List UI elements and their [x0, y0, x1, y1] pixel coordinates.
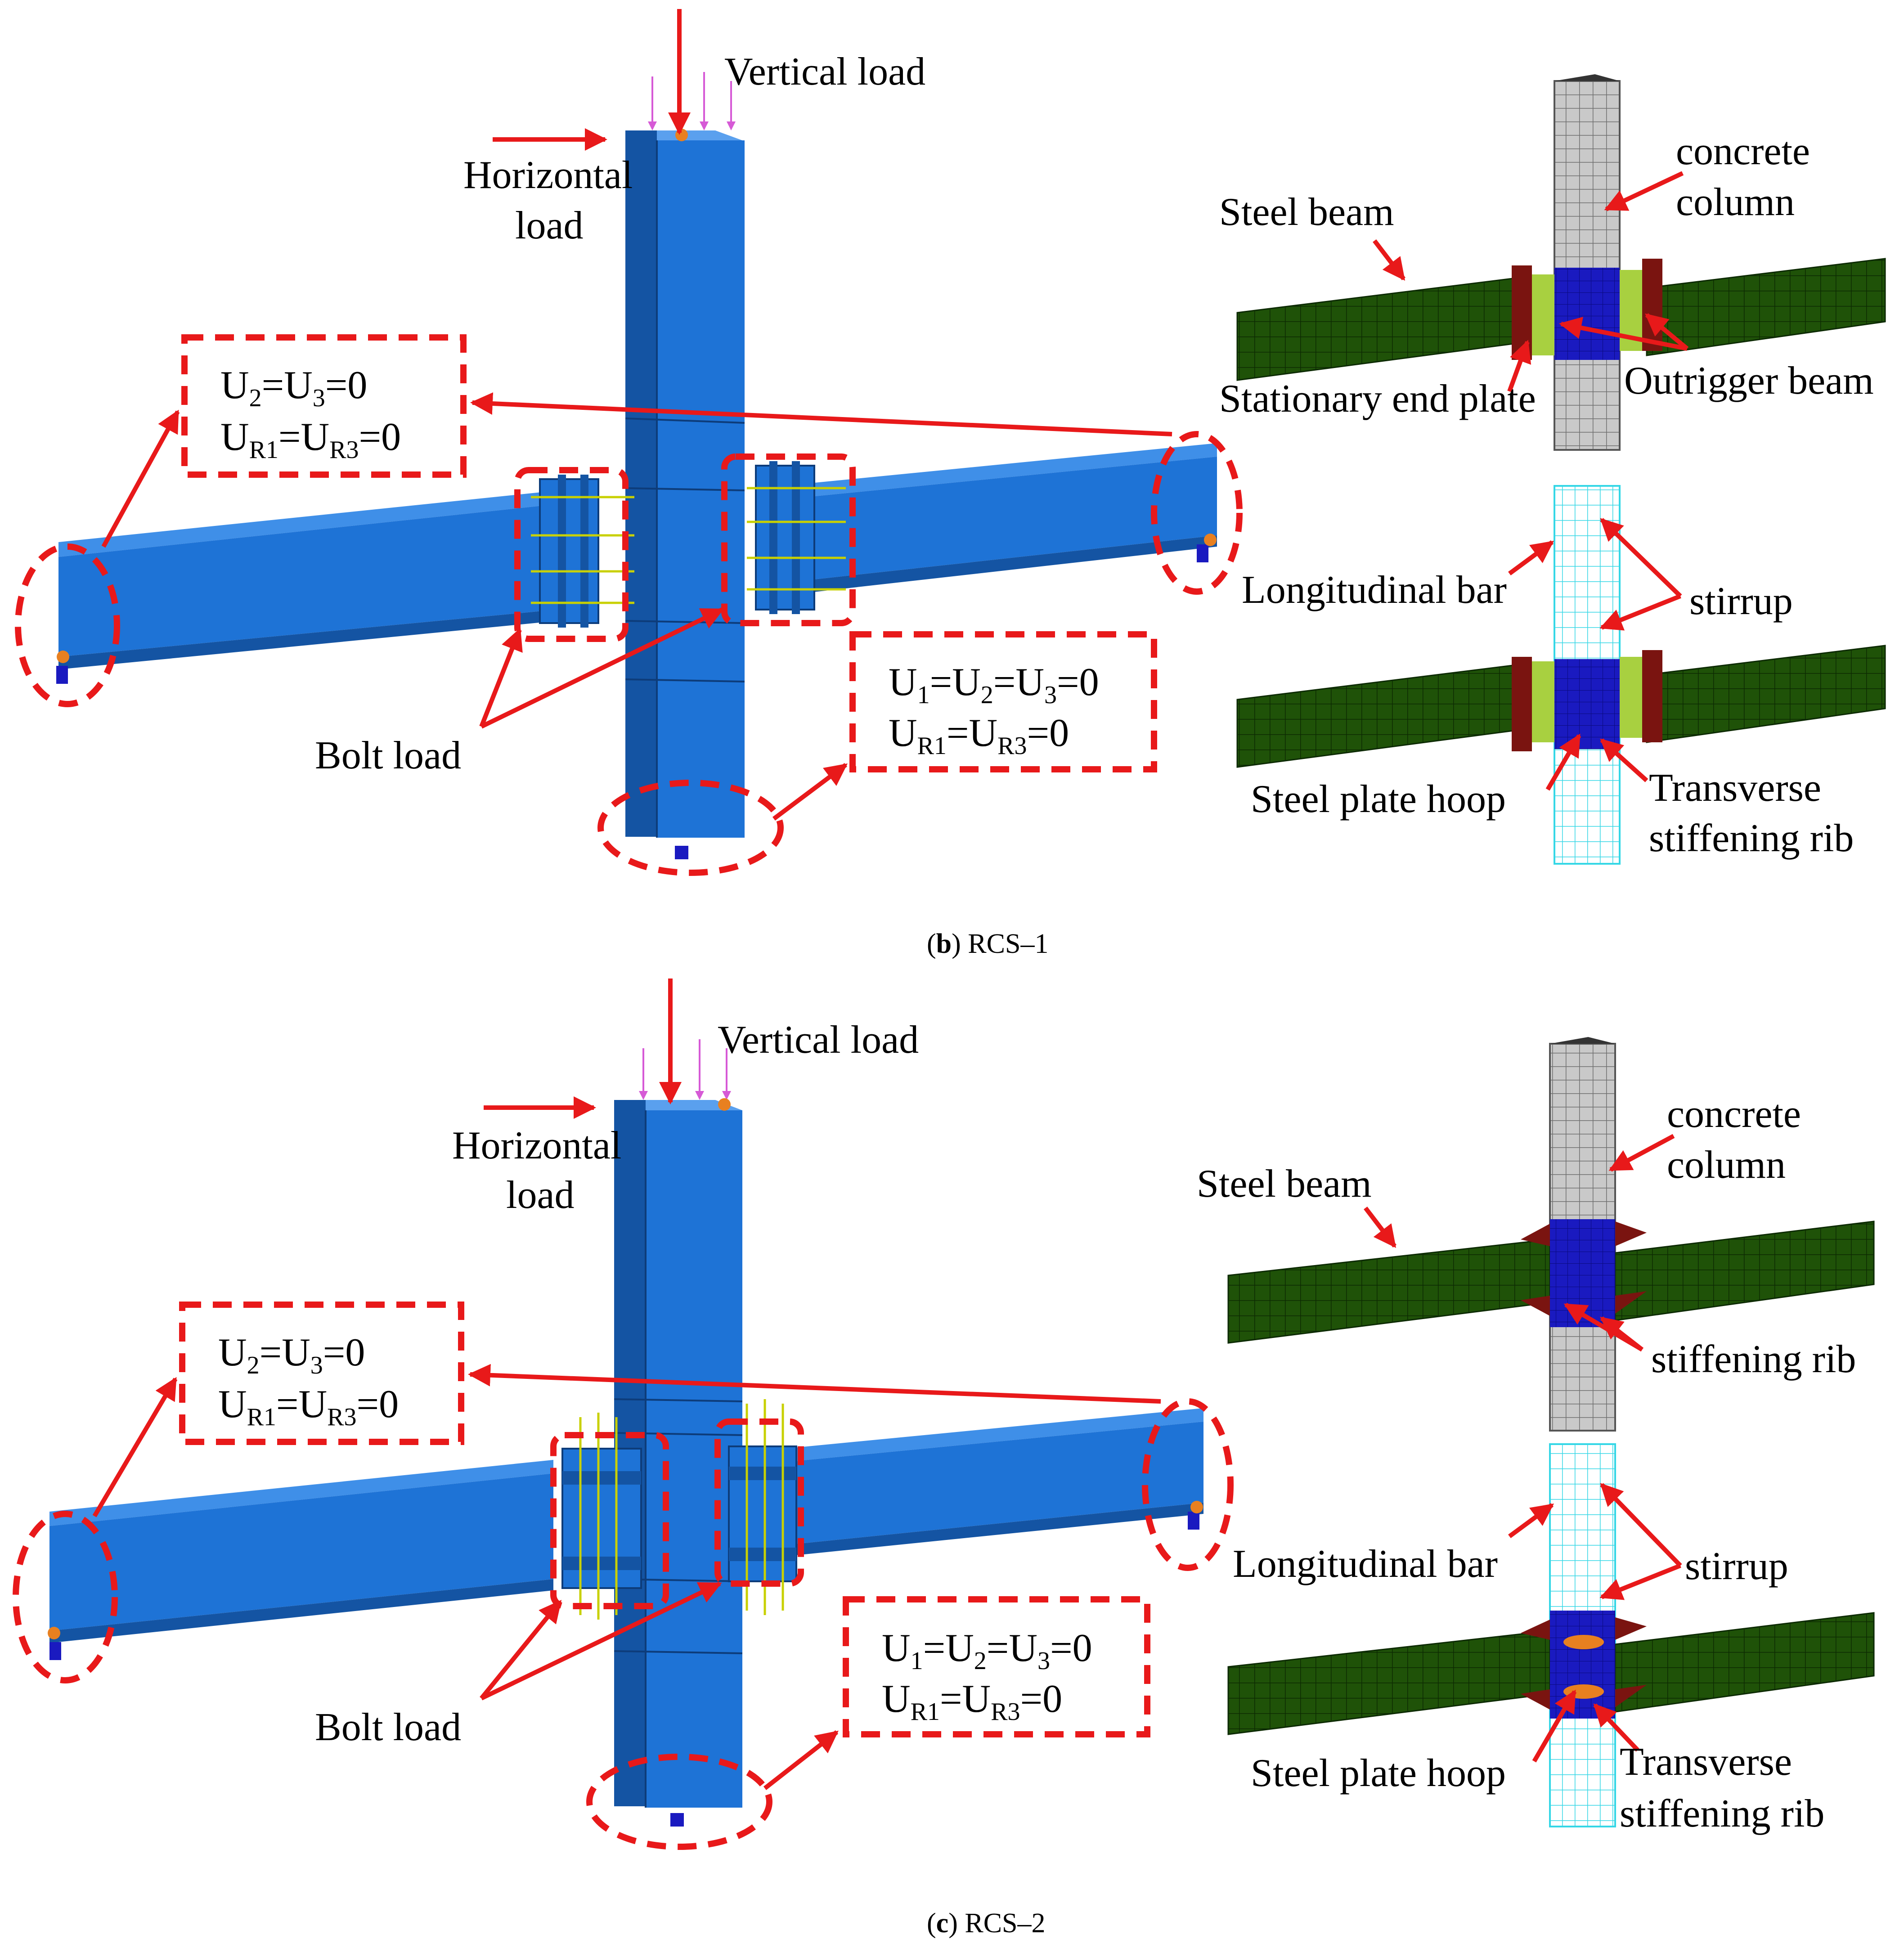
label-horizontal-load-2: load: [515, 204, 584, 247]
mesh-model-c-top: [1227, 1037, 1875, 1432]
label-column: column: [1676, 180, 1795, 224]
label-transverse: Transverse: [1620, 1740, 1792, 1784]
label-horizontal-load-1: Horizontal: [452, 1124, 621, 1167]
label-stationary-end-plate: Stationary end plate: [1219, 377, 1536, 421]
label-longitudinal-bar: Longitudinal bar: [1242, 568, 1507, 612]
bc-beam-line2: UR1=UR3=0: [218, 1382, 399, 1431]
label-longitudinal-bar: Longitudinal bar: [1233, 1542, 1498, 1586]
column-base-ellipse: [597, 780, 784, 876]
bc-beam-line1: U2=U3=0: [220, 364, 367, 412]
mesh-model-b-top: [1236, 74, 1886, 451]
label-outrigger-beam: Outrigger beam: [1624, 359, 1874, 403]
bc-box-column: [843, 1596, 1150, 1737]
bolt-box-right: [714, 1418, 804, 1587]
bc-box-column: [849, 631, 1157, 772]
label-concrete: concrete: [1667, 1092, 1801, 1136]
label-stiffening-rib: stiffening rib: [1649, 817, 1854, 860]
panel-c: Vertical load Horizontal load Bolt load …: [13, 978, 1875, 1939]
label-steel-plate-hoop: Steel plate hoop: [1251, 777, 1506, 821]
bc-box-beam: [181, 334, 467, 478]
label-concrete: concrete: [1676, 130, 1810, 173]
label-stirrup: stirrup: [1689, 579, 1793, 623]
mesh-model-b-bottom: [1236, 485, 1886, 865]
label-horizontal-load-2: load: [506, 1173, 575, 1217]
caption-b: (b) RCS–1: [927, 929, 1048, 959]
bc-beam-line1: U2=U3=0: [218, 1331, 365, 1379]
label-horizontal-load-1: Horizontal: [463, 153, 633, 197]
panel-b: Vertical load Horizontal load Bolt load …: [15, 9, 1886, 959]
bolt-box-right: [721, 453, 856, 626]
label-stirrup: stirrup: [1685, 1544, 1788, 1588]
beam-end-right-ellipse: [1142, 1398, 1234, 1571]
label-bolt-load: Bolt load: [315, 734, 461, 777]
label-vertical-load: Vertical load: [724, 50, 925, 94]
label-steel-beam: Steel beam: [1219, 190, 1394, 234]
bolt-box-left: [514, 467, 629, 642]
label-bolt-load: Bolt load: [315, 1706, 461, 1749]
label-stiffening-rib-top: stiffening rib: [1651, 1338, 1856, 1381]
beam-end-left-ellipse: [15, 543, 120, 707]
label-steel-plate-hoop: Steel plate hoop: [1251, 1751, 1506, 1795]
bc-column-line2: UR1=UR3=0: [882, 1677, 1062, 1726]
bc-beam-line2: UR1=UR3=0: [220, 415, 401, 464]
bolt-box-left: [550, 1432, 669, 1609]
beam-end-left-ellipse: [13, 1511, 118, 1683]
mesh-model-c-bottom: [1227, 1443, 1875, 1827]
label-stiffening-rib: stiffening rib: [1620, 1792, 1824, 1836]
bc-column-line1: U1=U2=U3=0: [889, 660, 1099, 709]
label-vertical-load: Vertical load: [718, 1018, 919, 1062]
column-base-ellipse: [586, 1754, 772, 1850]
bc-column-line2: UR1=UR3=0: [889, 711, 1069, 760]
bc-box-beam: [179, 1302, 464, 1445]
label-steel-beam: Steel beam: [1197, 1162, 1372, 1206]
beam-end-right-ellipse: [1151, 431, 1243, 595]
caption-c: (c) RCS–2: [927, 1908, 1046, 1939]
bc-column-line1: U1=U2=U3=0: [882, 1626, 1092, 1675]
label-column: column: [1667, 1143, 1786, 1187]
label-transverse: Transverse: [1649, 766, 1821, 810]
